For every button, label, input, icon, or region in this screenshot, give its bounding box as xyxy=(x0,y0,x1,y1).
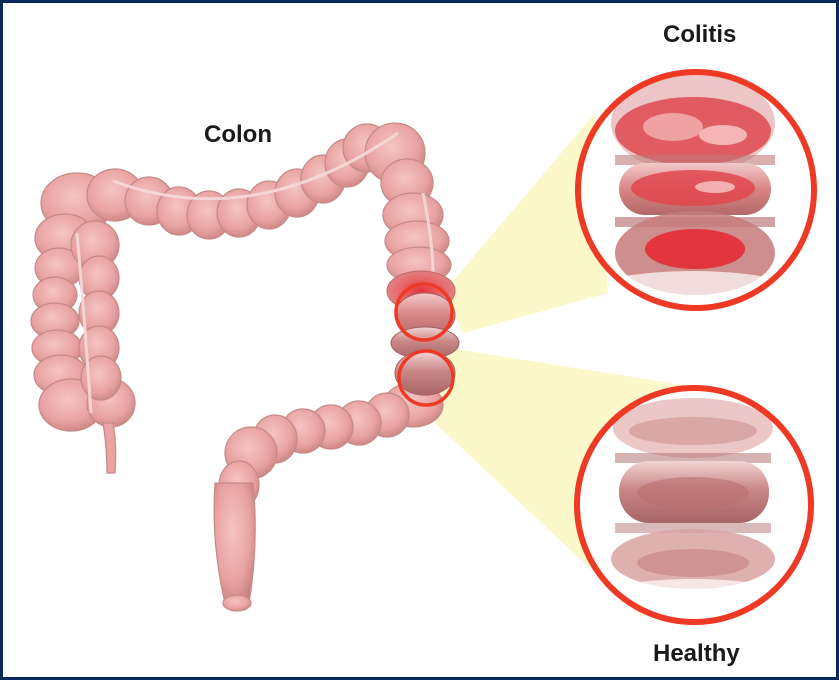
colon-illustration xyxy=(3,3,839,683)
healthy-label: Healthy xyxy=(653,640,740,668)
colitis-label: Colitis xyxy=(663,21,736,49)
colon-label: Colon xyxy=(204,121,272,149)
